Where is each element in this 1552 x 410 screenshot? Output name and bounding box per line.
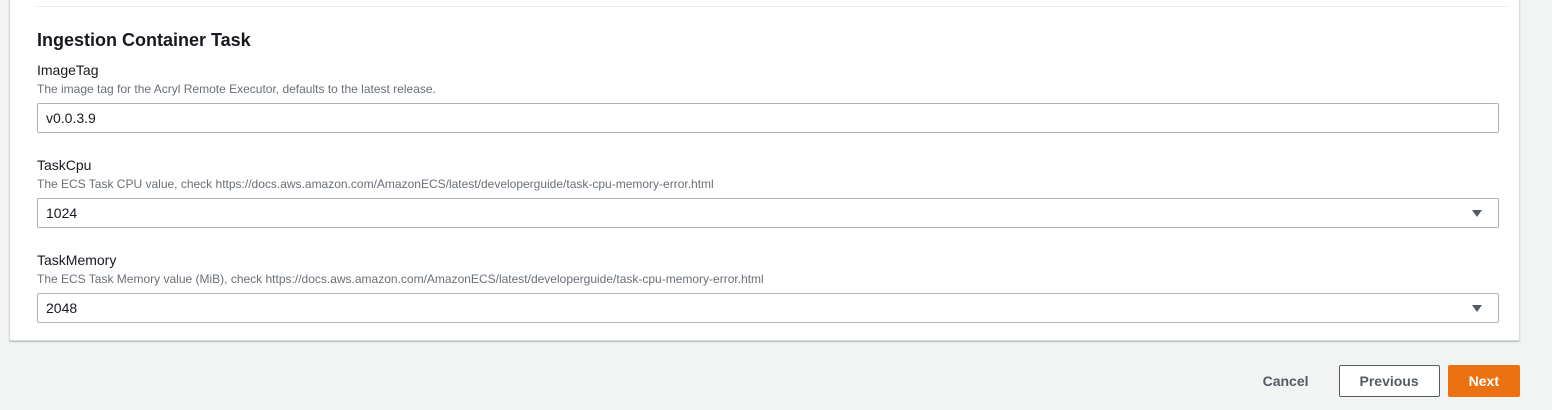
imagetag-description: The image tag for the Acryl Remote Execu… [37, 82, 436, 96]
taskcpu-description: The ECS Task CPU value, check https://do… [37, 177, 714, 191]
taskmemory-label: TaskMemory [37, 252, 117, 268]
field-taskcpu: TaskCpu The ECS Task CPU value, check ht… [37, 156, 1499, 228]
taskmemory-select[interactable]: 2048 [37, 293, 1499, 323]
previous-button[interactable]: Previous [1338, 365, 1440, 397]
taskmemory-description: The ECS Task Memory value (MiB), check h… [37, 272, 764, 286]
wizard-footer: Cancel Previous Next [1259, 365, 1520, 397]
taskcpu-selected-value: 1024 [46, 205, 78, 221]
taskcpu-select[interactable]: 1024 [37, 198, 1499, 228]
cancel-button[interactable]: Cancel [1259, 365, 1313, 397]
section-title: Ingestion Container Task [37, 30, 251, 50]
parameters-card: Ingestion Container Task ImageTag The im… [9, 0, 1520, 341]
imagetag-input[interactable] [37, 103, 1499, 133]
taskcpu-label: TaskCpu [37, 157, 92, 173]
next-button[interactable]: Next [1447, 365, 1520, 397]
chevron-down-icon [1472, 210, 1482, 217]
section-divider [35, 6, 1508, 7]
imagetag-label: ImageTag [37, 62, 99, 78]
taskmemory-selected-value: 2048 [46, 300, 78, 316]
field-imagetag: ImageTag The image tag for the Acryl Rem… [37, 61, 1499, 133]
field-taskmemory: TaskMemory The ECS Task Memory value (Mi… [37, 251, 1499, 323]
chevron-down-icon [1472, 305, 1482, 312]
